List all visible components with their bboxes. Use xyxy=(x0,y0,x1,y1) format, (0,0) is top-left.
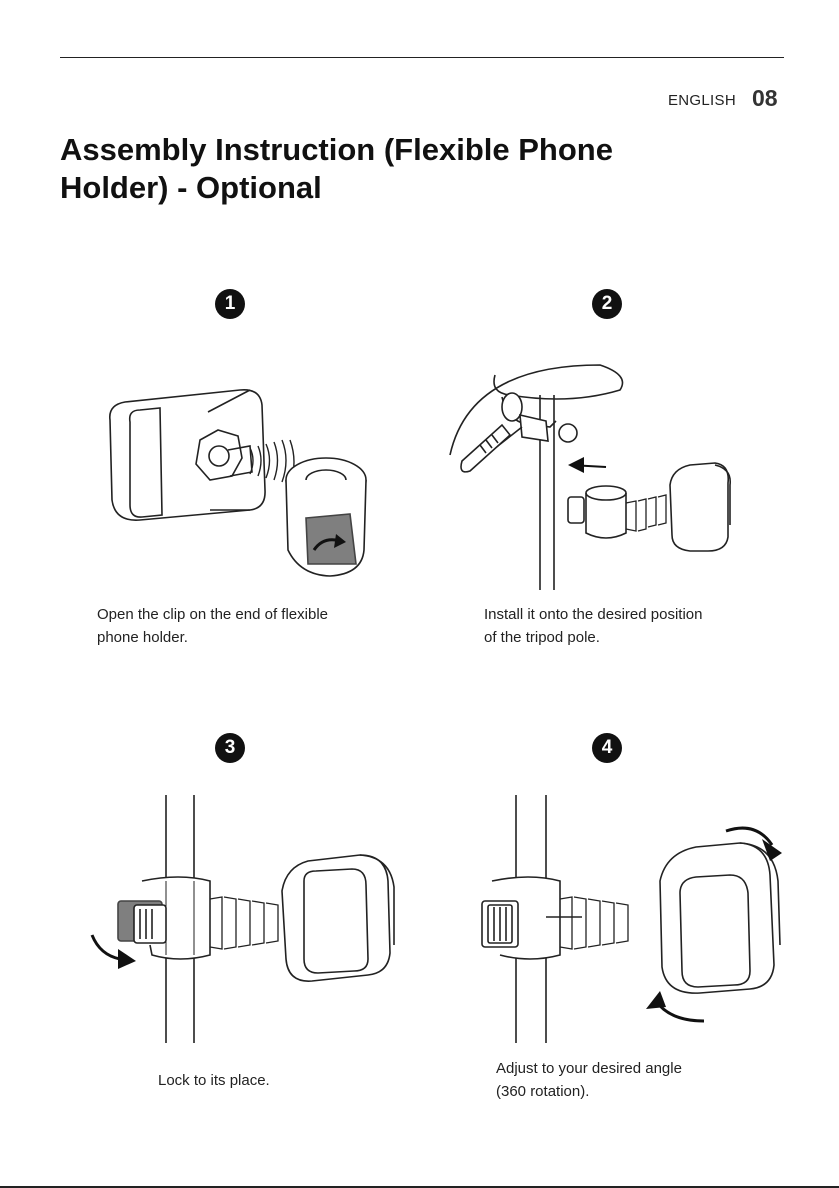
step-3-illustration xyxy=(90,795,400,1045)
step-4-badge: 4 xyxy=(592,733,622,763)
step-4-caption-line-2: (360 rotation). xyxy=(496,1083,589,1100)
step-1-badge: 1 xyxy=(215,289,245,319)
step-2-badge: 2 xyxy=(592,289,622,319)
header-rule xyxy=(60,57,784,58)
step-2-caption-line-1: Install it onto the desired position xyxy=(484,606,702,623)
page-number: 08 xyxy=(752,85,778,112)
page-title: Assembly Instruction (Flexible Phone Hol… xyxy=(60,131,700,207)
step-3-badge: 3 xyxy=(215,733,245,763)
step-4-caption-line-1: Adjust to your desired angle xyxy=(496,1060,682,1077)
step-4-illustration xyxy=(470,795,790,1045)
step-1-caption: Open the clip on the end of flexible pho… xyxy=(97,603,328,649)
step-1-caption-line-1: Open the clip on the end of flexible xyxy=(97,606,328,623)
language-label: ENGLISH xyxy=(668,92,736,109)
step-1-caption-line-2: phone holder. xyxy=(97,629,188,646)
step-2-caption-line-2: of the tripod pole. xyxy=(484,629,600,646)
step-4-caption: Adjust to your desired angle (360 rotati… xyxy=(496,1057,682,1103)
step-3-caption-line-1: Lock to its place. xyxy=(158,1072,270,1089)
step-2-caption: Install it onto the desired position of … xyxy=(484,603,702,649)
step-2-illustration xyxy=(440,365,750,595)
step-3-caption: Lock to its place. xyxy=(158,1069,270,1092)
step-1-illustration xyxy=(100,380,380,590)
